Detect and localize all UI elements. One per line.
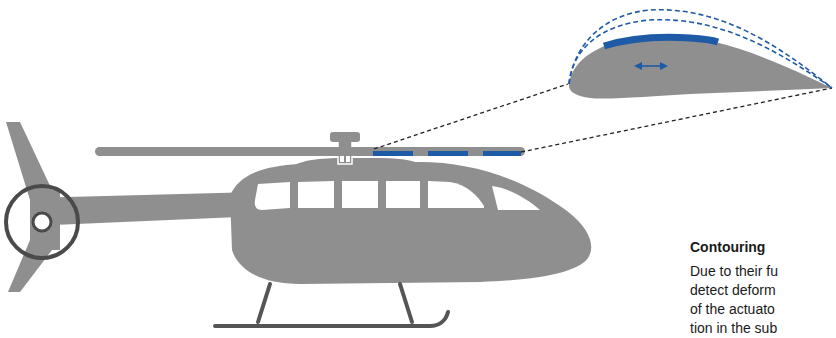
section-heading: Contouring xyxy=(690,238,765,256)
tail-boom xyxy=(30,192,260,226)
airfoil-section xyxy=(569,36,832,99)
actuator-strip xyxy=(373,151,413,156)
actuator-strip xyxy=(428,151,468,156)
fuselage xyxy=(230,162,591,284)
tail-rotor xyxy=(6,186,78,258)
body-text: detect deform xyxy=(690,281,776,299)
cabin-windows xyxy=(255,181,540,210)
rotor-hub xyxy=(330,132,360,142)
body-text: of the actuato xyxy=(690,300,775,318)
rotor-blade xyxy=(95,147,525,156)
body-text: tion in the sub xyxy=(690,319,777,337)
tail-rotor-hub xyxy=(33,213,51,231)
landing-skids xyxy=(215,284,448,326)
body-text: Due to their fu xyxy=(690,262,778,280)
deformed-contour xyxy=(569,10,832,88)
strain-arrow xyxy=(634,62,668,70)
engine-housing xyxy=(290,158,430,168)
actuator-strip xyxy=(483,151,521,156)
actuator-layer xyxy=(604,37,718,46)
